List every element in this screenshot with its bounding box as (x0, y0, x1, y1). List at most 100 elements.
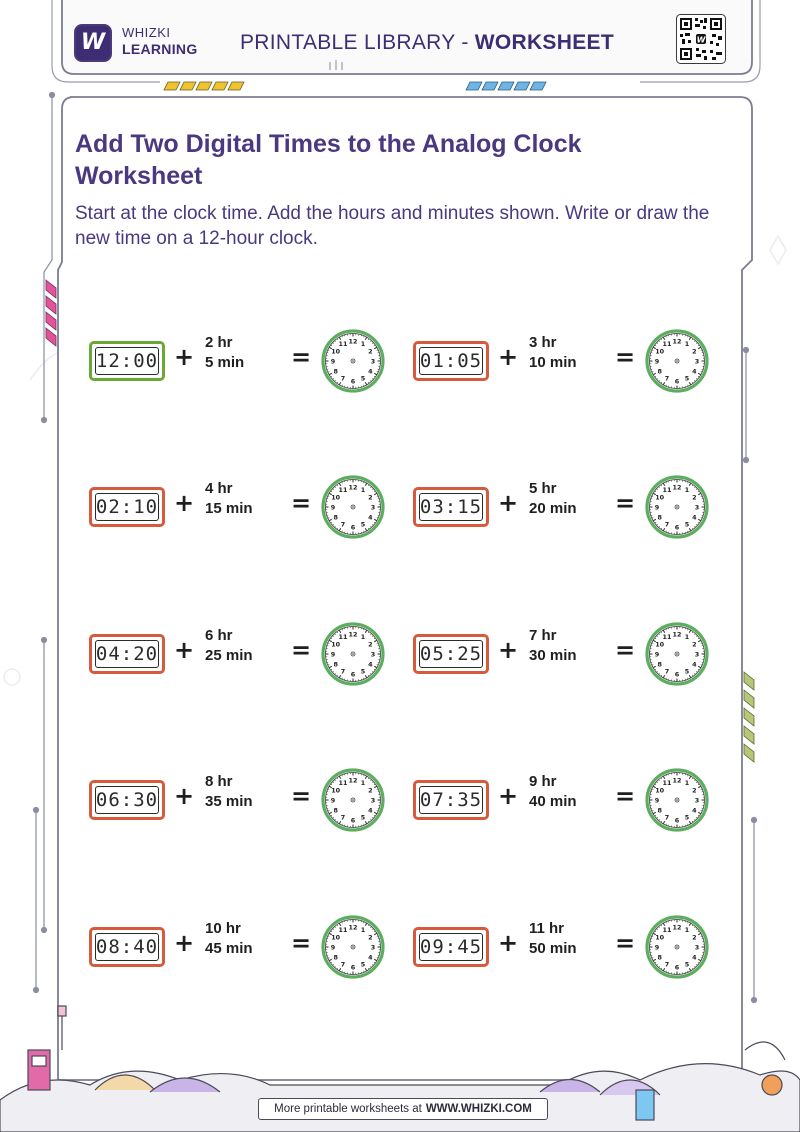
add-minutes: 50 min (529, 940, 577, 957)
clock-number: 4 (368, 806, 373, 814)
clock-number: 11 (663, 779, 672, 787)
clock-number: 1 (361, 486, 365, 494)
clock-number: 2 (692, 640, 696, 648)
clock-number: 10 (331, 347, 340, 355)
add-minutes: 10 min (529, 354, 577, 371)
clock-number: 3 (371, 943, 375, 951)
clock-number: 5 (685, 961, 689, 969)
clock-number: 10 (655, 493, 664, 501)
footer-link[interactable]: WWW.WHIZKI.COM (425, 1103, 532, 1115)
equals-sign: = (291, 929, 312, 957)
start-time: 07:35 (419, 786, 483, 814)
clock-number: 5 (361, 668, 365, 676)
clock-number: 3 (371, 357, 375, 365)
qr-code-icon[interactable]: W (676, 14, 726, 64)
clock-number: 9 (331, 357, 336, 365)
equals-sign: = (615, 636, 636, 664)
equals-sign: = (291, 343, 312, 371)
whizki-logo: W (74, 24, 112, 62)
clock-number: 9 (331, 943, 336, 951)
clock-number: 11 (663, 340, 672, 348)
clock-number: 5 (685, 521, 689, 529)
clock-number: 6 (351, 816, 356, 824)
add-minutes: 25 min (205, 647, 253, 664)
logo-letter: W (80, 30, 106, 55)
clock-number: 1 (361, 779, 365, 787)
equals-sign: = (291, 782, 312, 810)
clock-number: 8 (333, 953, 338, 961)
digital-clock-display: 09:45 (413, 927, 489, 967)
clock-number: 12 (673, 923, 682, 931)
clock-number: 10 (331, 640, 340, 648)
clock-number: 4 (368, 660, 373, 668)
digital-clock-display: 05:25 (413, 634, 489, 674)
clock-number: 4 (692, 367, 697, 375)
clock-number: 5 (685, 375, 689, 383)
library-prefix: PRINTABLE LIBRARY - (240, 31, 475, 54)
start-time: 12:00 (95, 347, 159, 375)
clock-number: 3 (371, 650, 375, 658)
clock-number: 12 (349, 776, 358, 784)
digital-clock-display: 01:05 (413, 341, 489, 381)
add-minutes: 5 min (205, 354, 245, 371)
clock-number: 7 (665, 668, 669, 676)
clock-number: 8 (657, 660, 662, 668)
clock-number: 7 (665, 814, 669, 822)
clock-number: 5 (685, 814, 689, 822)
plus-sign: + (174, 929, 195, 957)
clock-number: 7 (341, 521, 345, 529)
start-time: 04:20 (95, 640, 159, 668)
worksheet-instructions: Start at the clock time. Add the hours a… (75, 203, 710, 249)
clock-number: 5 (361, 521, 365, 529)
start-time: 01:05 (419, 347, 483, 375)
clock-number: 6 (351, 963, 356, 971)
digital-clock-display: 08:40 (89, 927, 165, 967)
clock-number: 2 (368, 640, 372, 648)
clock-number: 7 (341, 668, 345, 676)
clock-number: 8 (657, 513, 662, 521)
library-bold: WORKSHEET (474, 31, 614, 54)
clock-number: 3 (695, 650, 699, 658)
clock-number: 10 (655, 933, 664, 941)
clock-number: 1 (361, 340, 365, 348)
equals-sign: = (291, 636, 312, 664)
add-hours: 5 hr (529, 480, 557, 497)
digital-clock-display: 06:30 (89, 780, 165, 820)
library-title: PRINTABLE LIBRARY - WORKSHEET (240, 31, 614, 55)
add-minutes: 30 min (529, 647, 577, 664)
clock-number: 10 (331, 933, 340, 941)
add-minutes: 40 min (529, 793, 577, 810)
clock-number: 8 (657, 806, 662, 814)
plus-sign: + (498, 929, 519, 957)
clock-number: 4 (692, 953, 697, 961)
clock-number: 6 (351, 523, 356, 531)
clock-number: 9 (331, 650, 336, 658)
clock-number: 12 (673, 776, 682, 784)
clock-number: 9 (655, 943, 660, 951)
add-hours: 10 hr (205, 920, 241, 937)
clock-number: 7 (341, 375, 345, 383)
clock-number: 7 (665, 961, 669, 969)
clock-number: 7 (341, 961, 345, 969)
clock-number: 2 (368, 493, 372, 501)
footer-text: More printable worksheets at (274, 1103, 422, 1115)
